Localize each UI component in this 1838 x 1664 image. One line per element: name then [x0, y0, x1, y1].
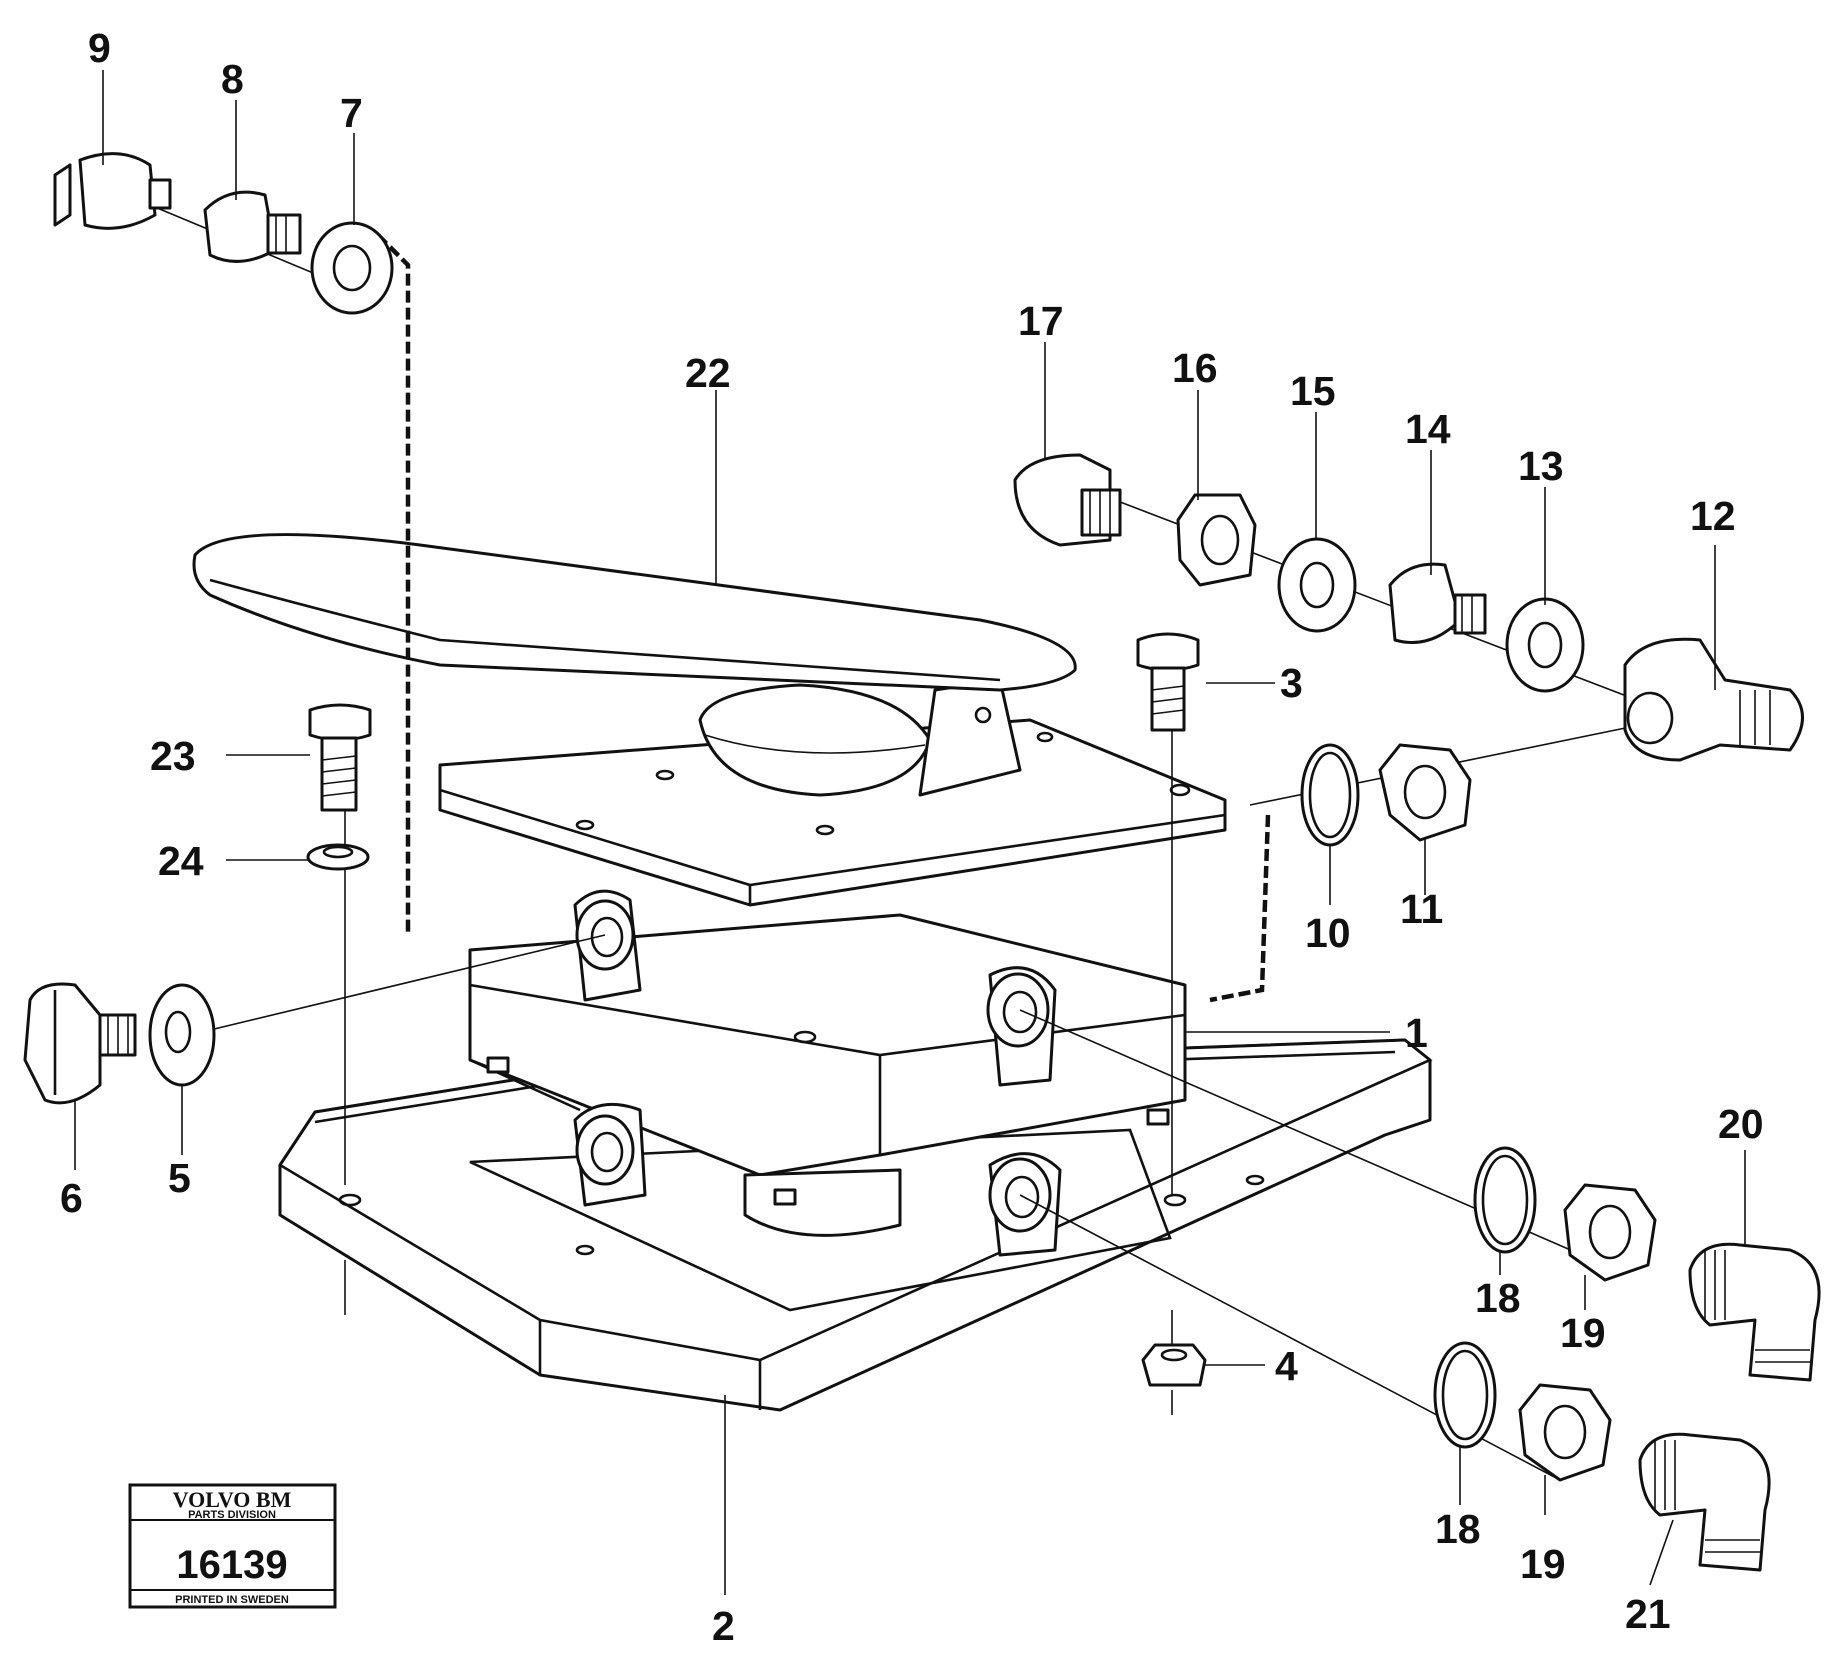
callout-13: 13	[1518, 443, 1564, 489]
stamp-division: PARTS DIVISION	[188, 1509, 276, 1521]
callout-2: 2	[712, 1603, 735, 1649]
bolt-23	[308, 703, 372, 812]
callout-22: 22	[685, 350, 731, 396]
callout-19-upper: 19	[1560, 1310, 1606, 1356]
callouts: 9 8 7 22 17 16 15 14 13 12 3 23 24 10 11…	[60, 25, 1764, 1649]
callout-24: 24	[158, 838, 204, 884]
callout-23: 23	[150, 733, 196, 779]
nut-19-lower	[1518, 1383, 1612, 1482]
callout-17: 17	[1018, 298, 1064, 344]
callout-20: 20	[1718, 1101, 1764, 1147]
callout-12: 12	[1690, 493, 1736, 539]
callout-9: 9	[88, 25, 111, 71]
nut-19-upper	[1563, 1183, 1657, 1282]
washer-15	[1277, 537, 1357, 633]
pedal	[192, 533, 1077, 692]
callout-11: 11	[1400, 886, 1443, 932]
callout-1: 1	[1405, 1010, 1428, 1056]
valve-body	[468, 889, 1187, 1257]
stamp-brand: VOLVO BM	[173, 1487, 292, 1512]
switch-9	[53, 152, 172, 230]
callout-16: 16	[1172, 345, 1218, 391]
callout-5: 5	[168, 1155, 191, 1201]
nut-11	[1378, 743, 1472, 842]
washer-7	[310, 221, 394, 315]
elbow-20	[1688, 1242, 1821, 1382]
nut-16	[1176, 493, 1257, 587]
callout-21: 21	[1625, 1591, 1671, 1637]
callout-7: 7	[340, 90, 363, 136]
adapter-14	[1388, 562, 1487, 644]
nut-4	[1141, 1343, 1207, 1387]
bolt-3	[1136, 632, 1200, 732]
fitting-8	[203, 190, 302, 263]
top-plate	[438, 678, 1227, 907]
callout-3: 3	[1280, 660, 1303, 706]
callout-14: 14	[1405, 406, 1451, 452]
hidden-lines	[376, 233, 1271, 1003]
washer-24	[306, 843, 370, 871]
callout-18-lower: 18	[1435, 1506, 1481, 1552]
stamp-number: 16139	[176, 1543, 287, 1587]
plug-6	[23, 982, 137, 1105]
stamp-printed: PRINTED IN SWEDEN	[175, 1594, 289, 1606]
callout-4: 4	[1275, 1343, 1298, 1389]
callout-15: 15	[1290, 368, 1336, 414]
callout-10: 10	[1305, 910, 1351, 956]
seal-18-upper	[1473, 1146, 1537, 1254]
callout-19-lower: 19	[1520, 1541, 1566, 1587]
callout-18-upper: 18	[1475, 1275, 1521, 1321]
seal-10	[1300, 743, 1360, 847]
callout-6: 6	[60, 1175, 83, 1221]
elbow-21	[1638, 1432, 1771, 1572]
seal-18-lower	[1433, 1341, 1497, 1449]
volvo-bm-stamp: VOLVO BM PARTS DIVISION 16139 PRINTED IN…	[128, 1483, 337, 1609]
washer-13	[1505, 597, 1585, 693]
callout-8: 8	[221, 56, 244, 102]
tee-12	[1623, 637, 1804, 762]
leader-lines	[74, 70, 1746, 1595]
washer-5	[148, 983, 216, 1087]
fitting-17	[1013, 453, 1122, 547]
